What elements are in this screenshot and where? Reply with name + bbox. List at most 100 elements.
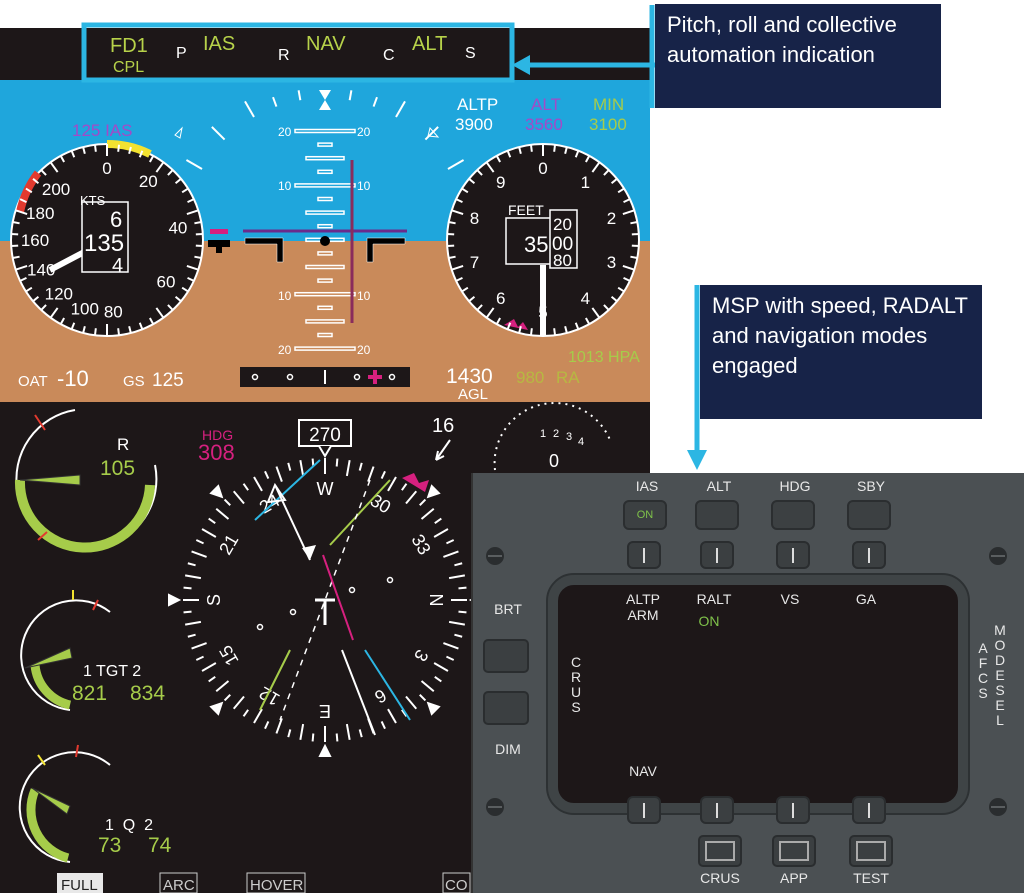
ralt-button[interactable] (700, 796, 734, 824)
brt-label: BRT (494, 601, 522, 617)
nav-label: NAV (629, 763, 657, 779)
ias-button[interactable] (627, 541, 661, 569)
gauge-tick (15, 265, 28, 271)
gauge-tick (451, 209, 464, 215)
gauge-tick (174, 178, 182, 185)
vertical-speed-indicator: 1 2 3 4 0 (493, 402, 611, 471)
gauge-tick (623, 198, 631, 204)
gauge-tick (553, 328, 557, 336)
ralt-state: ON (698, 613, 720, 629)
compass-tick (433, 662, 449, 672)
compass-tick (443, 642, 459, 650)
gauge-tick (148, 317, 155, 325)
hdg-label: HDG (202, 427, 233, 443)
gauge-tick (148, 155, 155, 163)
pitch-line (294, 183, 356, 188)
roll-tick (372, 96, 378, 107)
altitude-value: 35 (524, 232, 548, 257)
compass-tick (433, 528, 449, 538)
format-hover-button[interactable] (246, 872, 306, 893)
gauge-tick (59, 155, 66, 163)
format-full-label: FULL (61, 877, 98, 893)
alt-label: ALT (531, 95, 561, 114)
gauge-tick (40, 169, 47, 176)
airspeed-scale-label: 160 (21, 231, 49, 250)
roll-tick (211, 126, 226, 141)
gauge-tick (194, 255, 202, 259)
gauge-tick (529, 328, 533, 336)
roll-tick (297, 90, 302, 101)
afcs-title: AFCS (977, 640, 989, 701)
alt-label: ALT (706, 478, 732, 494)
tgt2-value: 834 (130, 682, 165, 705)
gauge-tick (476, 169, 483, 176)
compass-tick (405, 695, 418, 710)
crus-vertical-label: CRUS (570, 654, 582, 715)
compass-tick (358, 729, 363, 738)
ga-button[interactable] (852, 796, 886, 824)
app-button[interactable] (772, 835, 816, 867)
gauge-tick (553, 144, 557, 152)
roll-tick (185, 159, 203, 170)
gauge-tick (117, 328, 121, 336)
compass-tick (242, 483, 249, 491)
hdg-button[interactable] (776, 541, 810, 569)
pitch-line (317, 251, 333, 256)
test-button[interactable] (849, 835, 893, 867)
gauge-tick (468, 178, 476, 185)
pitch-label: 20 (278, 125, 292, 139)
gauge-tick (448, 221, 456, 225)
airspeed-scale-label: 180 (26, 204, 54, 223)
screw-icon (989, 547, 1007, 565)
pitch-label: 10 (278, 179, 292, 193)
msp-screen: ALTP ARM RALT VS GA ON CRUS NAV (546, 573, 970, 815)
airspeed-lower-digit: 4 (112, 255, 123, 277)
nav-button[interactable] (627, 796, 661, 824)
gauge-tick (623, 276, 631, 282)
pitch-label: P (176, 45, 187, 62)
gauge-tick (19, 276, 27, 282)
pitch-line (305, 264, 345, 270)
compass-tick (387, 708, 397, 724)
screw-icon (486, 547, 504, 565)
pitch-line (294, 128, 356, 134)
altp-arm-label: ALTP ARM (626, 591, 660, 623)
altitude-scale-label: 5 (538, 303, 547, 322)
gauge-tick (70, 322, 76, 330)
radalt-value: 980 (516, 368, 544, 387)
compass-marker-icon (168, 593, 182, 607)
gauge-tick (138, 150, 144, 158)
compass-tick (287, 729, 292, 738)
airspeed-scale-label: 200 (42, 180, 70, 199)
altitude-units: FEET (508, 202, 544, 218)
gauge-tick (128, 146, 132, 155)
dim-button[interactable] (483, 691, 529, 725)
compass-tick (419, 498, 427, 506)
format-arc-button[interactable] (159, 872, 198, 893)
gauge-tick (25, 187, 33, 194)
sby-button[interactable] (852, 541, 886, 569)
format-full-button[interactable] (57, 873, 103, 893)
compass-tick (358, 462, 363, 471)
roll-tick (447, 159, 465, 170)
alt-button[interactable] (700, 541, 734, 569)
vs-button[interactable] (776, 796, 810, 824)
gauge-tick (12, 221, 20, 225)
brt-button[interactable] (483, 639, 529, 673)
compass-tick (443, 550, 459, 558)
format-co-button[interactable] (442, 872, 471, 893)
gauge-tick (485, 161, 495, 173)
gauge-tick (455, 198, 463, 204)
crus-button[interactable] (698, 835, 742, 867)
s-label: S (465, 45, 476, 62)
compass-tick (401, 483, 408, 491)
baro-setting: 1013 HPA (568, 349, 640, 366)
gauge-tick (82, 146, 86, 155)
roll-tick (395, 100, 406, 118)
callout-msp: MSP with speed, RADALT and navigation mo… (700, 285, 982, 419)
gauge-tick (529, 144, 533, 152)
gauge-tick (495, 317, 502, 325)
compass-tick (253, 476, 263, 492)
gauge-tick (622, 265, 635, 271)
compass-tick (195, 655, 204, 661)
